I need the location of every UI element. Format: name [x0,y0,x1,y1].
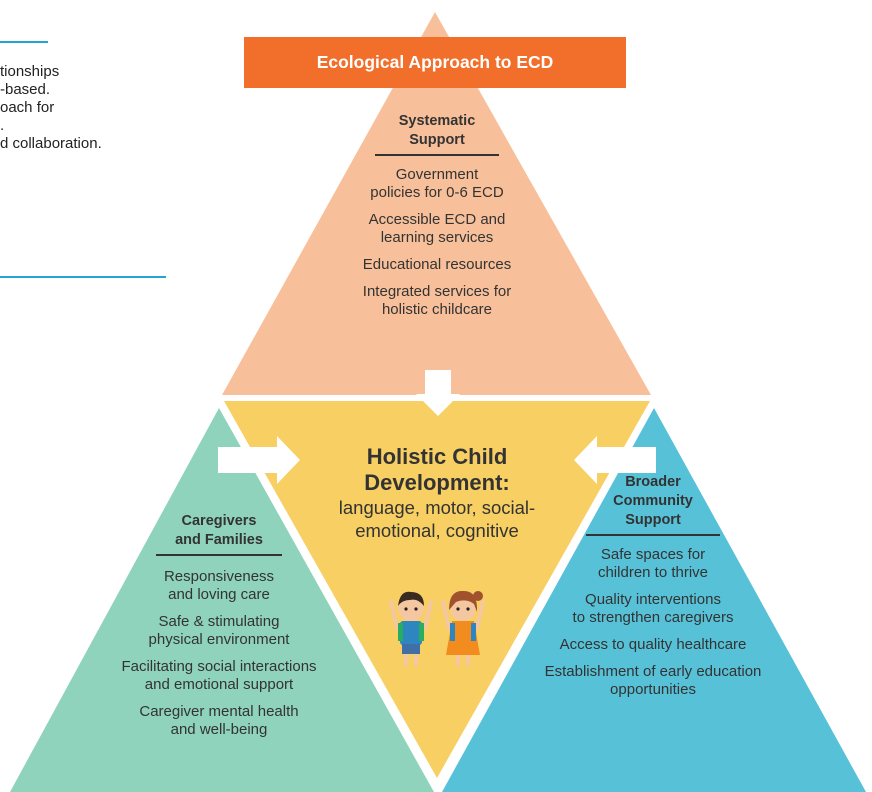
left-panel-rule-bottom [0,276,166,278]
top-item: Educational resources [362,255,512,273]
arrow-down-icon [416,370,460,416]
right-item: Access to quality healthcare [559,635,747,653]
left-section-title: Caregivers and Families [175,513,263,548]
arrow-left-icon [574,436,656,484]
left-panel-line: . [0,117,5,134]
center-subtitle: language, motor, social-emotional, cogni… [338,497,536,541]
left-section-divider [156,554,282,556]
left-panel-line: -based. [0,81,51,98]
center-triangle [224,401,650,778]
top-section-title: Systematic Support [398,113,476,148]
left-panel-rule-top [0,41,48,43]
left-panel-line: tionships [0,63,60,80]
diagram-title-banner: Ecological Approach to ECD [244,37,626,88]
right-section: Broader Community Support Safe spaces fo… [502,473,804,699]
arrow-right-icon [218,436,300,484]
left-panel-line: oach for [0,99,55,116]
left-panel-line: d collaboration. [0,135,102,152]
children-illustration-icon [389,590,485,666]
diagram-title: Ecological Approach to ECD [316,52,554,72]
right-section-divider [586,534,720,536]
right-triangle [442,408,866,792]
top-triangle [222,12,651,395]
top-section-divider [375,154,499,156]
left-triangle [10,408,434,792]
right-section-title: Broader Community Support [613,474,693,528]
